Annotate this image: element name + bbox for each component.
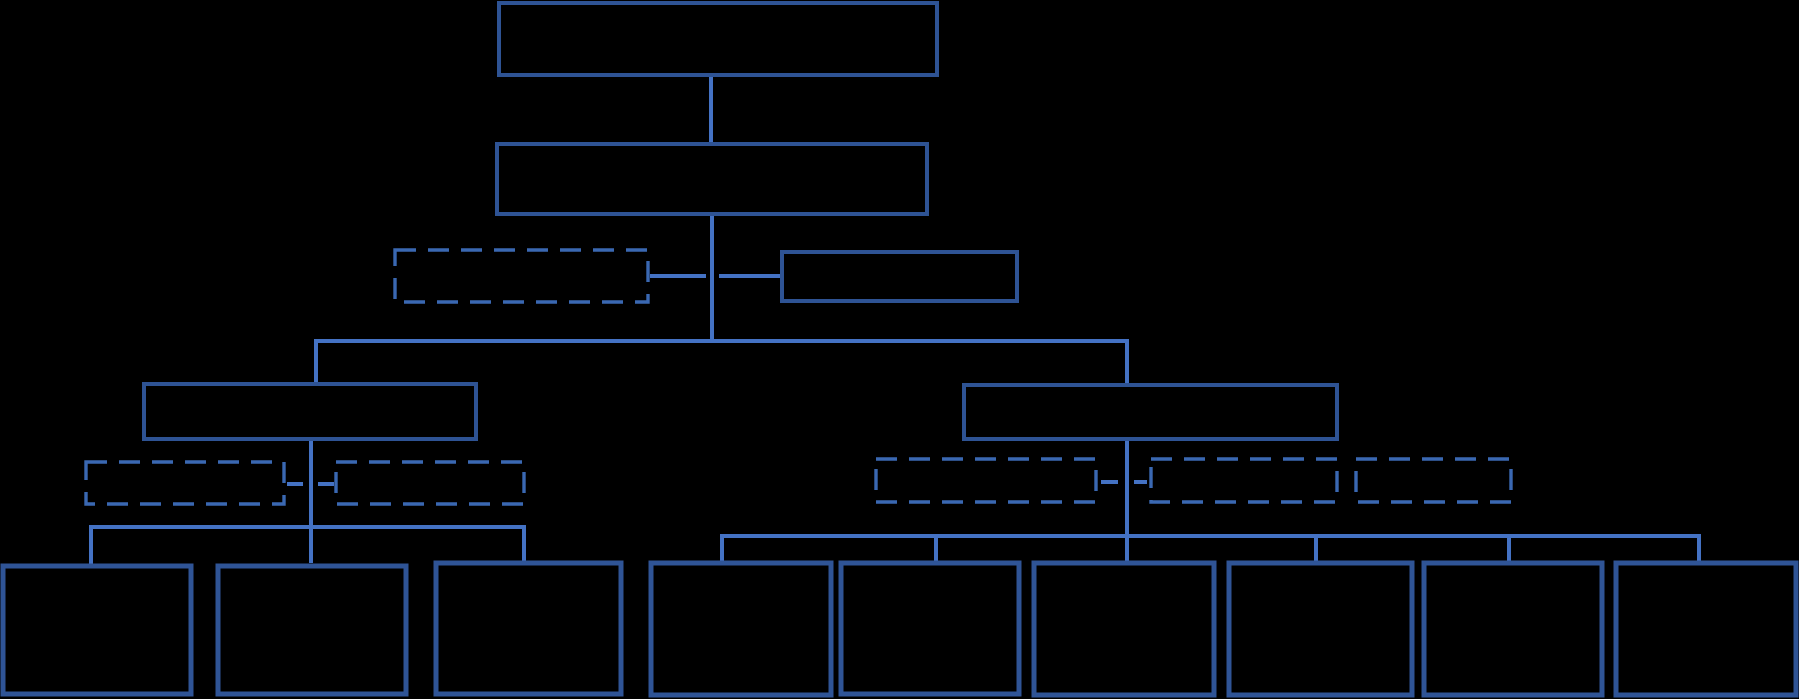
connector-distribution xyxy=(314,339,1129,385)
branch-right-box xyxy=(962,383,1339,441)
assistant-dashed-box xyxy=(393,248,650,304)
leaf-box-8 xyxy=(1421,560,1605,698)
leaf-box-6 xyxy=(1031,560,1217,698)
leaf-box-3 xyxy=(433,560,624,697)
connector-right-subline xyxy=(720,534,1701,563)
leaf-box-7 xyxy=(1226,560,1415,698)
right-dashed-box-1 xyxy=(874,457,1098,504)
leaf-box-5 xyxy=(838,560,1022,697)
connector-left-subline xyxy=(89,525,526,566)
level2-box xyxy=(495,142,929,216)
leaf-box-1 xyxy=(0,563,194,697)
level1-box xyxy=(497,1,939,77)
left-dashed-box-1 xyxy=(84,460,286,506)
right-dashed-box-2 xyxy=(1149,457,1339,504)
branch-left-box xyxy=(142,382,478,441)
right-dashed-box-3 xyxy=(1354,457,1513,504)
leaf-box-4 xyxy=(648,560,834,698)
leaf-box-9 xyxy=(1613,560,1799,698)
assistant-solid-box xyxy=(780,250,1019,303)
leaf-box-2 xyxy=(215,563,409,697)
left-dashed-box-2 xyxy=(334,460,526,506)
